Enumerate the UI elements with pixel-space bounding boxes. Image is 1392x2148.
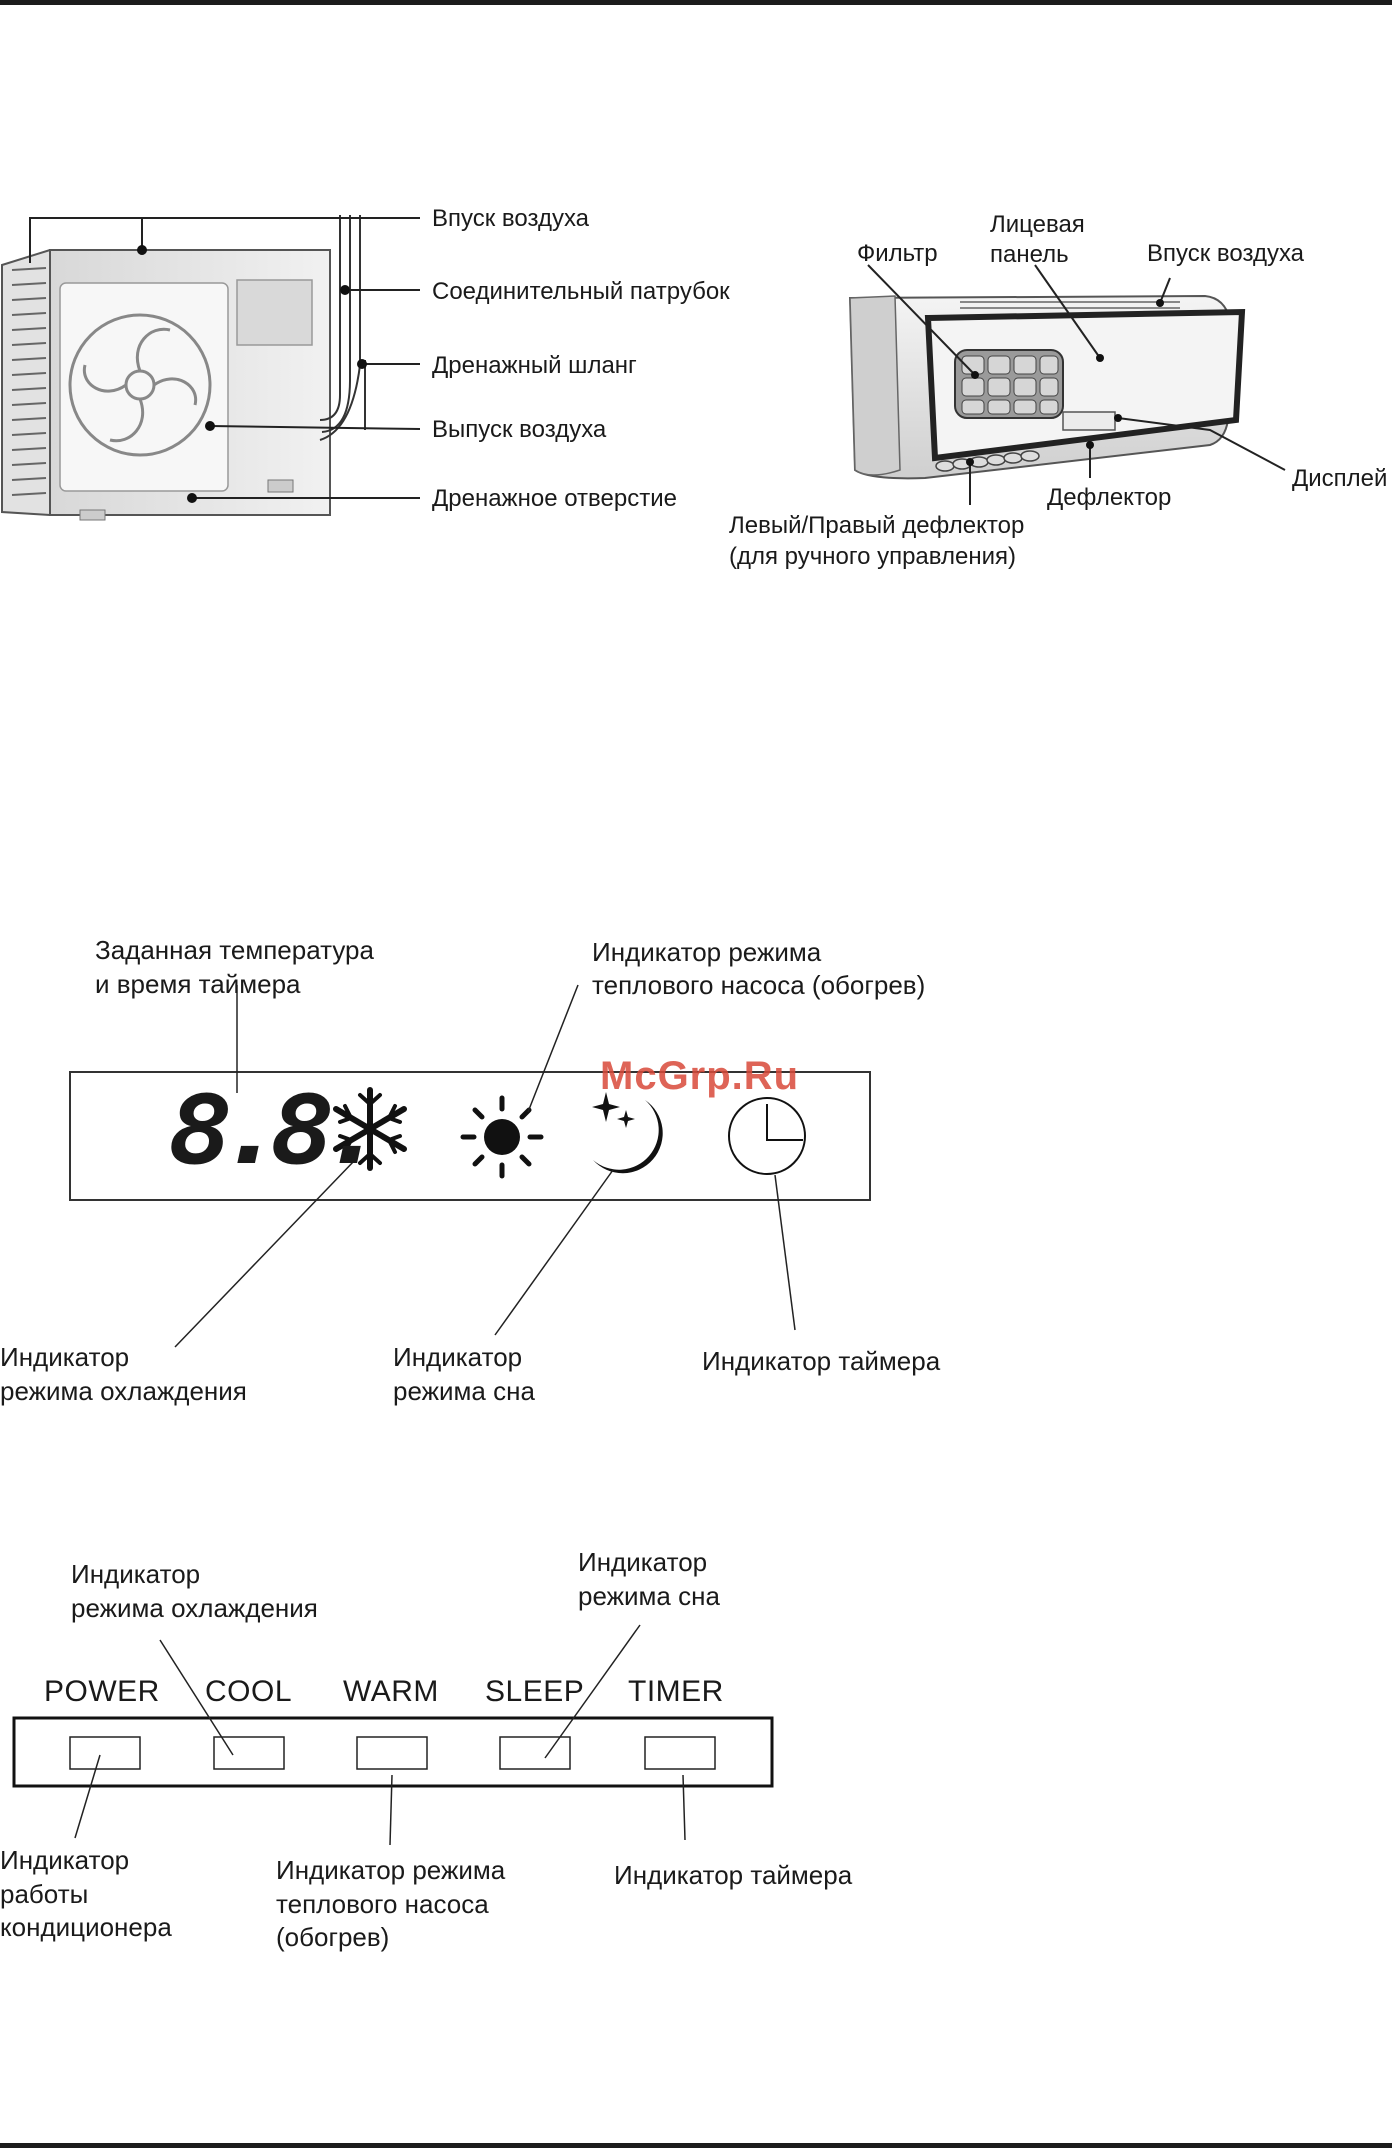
indoor-label-air-intake: Впуск воздуха — [1147, 240, 1305, 267]
snowflake-icon — [333, 1087, 407, 1171]
led-label-timer: TIMER — [628, 1675, 724, 1708]
led-label-sleep-ind-1: Индикатор — [578, 1547, 708, 1577]
led-label-heat-ind-1: Индикатор режима — [276, 1855, 506, 1885]
display-label-sleep-1: Индикатор — [393, 1342, 523, 1372]
display-label-set-temp-2: и время таймера — [95, 969, 301, 999]
outdoor-label-air-intake: Впуск воздуха — [432, 205, 590, 232]
led-leaders — [74, 1624, 686, 1846]
display-label-heat-1: Индикатор режима — [592, 937, 822, 967]
led-label-timer-ind: Индикатор таймера — [614, 1860, 853, 1890]
led-label-cool: COOL — [205, 1675, 293, 1708]
display-label-timer: Индикатор таймера — [702, 1346, 941, 1376]
indoor-leaders — [867, 264, 1286, 505]
indoor-label-display: Дисплей — [1292, 465, 1388, 492]
outdoor-label-drain-hose: Дренажный шланг — [432, 352, 637, 379]
led-label-cool-ind-1: Индикатор — [71, 1559, 201, 1589]
indoor-label-lr-deflector-2: (для ручного управления) — [729, 543, 1016, 570]
seven-segment-display: 8.8. — [168, 1076, 386, 1187]
watermark: McGrp.Ru — [600, 1054, 800, 1098]
indoor-label-front-panel-2: панель — [990, 241, 1069, 268]
led-label-heat-ind-2: теплового насоса — [276, 1889, 489, 1919]
outdoor-unit — [1, 215, 366, 521]
outdoor-leaders — [29, 217, 421, 499]
led-label-warm: WARM — [343, 1675, 439, 1708]
display-label-sleep-2: режима сна — [393, 1376, 535, 1406]
outdoor-label-drain-hole: Дренажное отверстие — [432, 485, 677, 512]
indoor-label-filter: Фильтр — [857, 240, 938, 267]
moon-icon — [592, 1092, 663, 1174]
indoor-label-front-panel-1: Лицевая — [990, 211, 1085, 238]
led-label-heat-ind-3: (обогрев) — [276, 1922, 390, 1952]
led-label-power-ind-2: работы — [0, 1879, 89, 1909]
led-label-cool-ind-2: режима охлаждения — [71, 1593, 318, 1623]
clock-icon — [728, 1097, 806, 1175]
led-label-sleep: SLEEP — [485, 1675, 585, 1708]
display-label-heat-2: теплового насоса (обогрев) — [592, 970, 926, 1000]
outdoor-label-connecting-pipe: Соединительный патрубок — [432, 278, 730, 305]
indoor-label-deflector: Дефлектор — [1047, 484, 1172, 511]
display-leaders — [174, 984, 796, 1348]
display-label-cool-2: режима охлаждения — [0, 1376, 247, 1406]
led-panel — [12, 1716, 774, 1788]
indoor-label-lr-deflector-1: Левый/Правый дефлектор — [729, 512, 1025, 539]
display-label-cool-1: Индикатор — [0, 1342, 130, 1372]
sun-icon — [460, 1095, 544, 1179]
display-label-set-temp-1: Заданная температура — [95, 935, 374, 965]
led-label-power: POWER — [44, 1675, 160, 1708]
bottom-rule — [0, 2143, 1392, 2148]
led-label-sleep-ind-2: режима сна — [578, 1581, 720, 1611]
led-label-power-ind-3: кондиционера — [0, 1912, 172, 1942]
outdoor-label-air-outlet: Выпуск воздуха — [432, 416, 607, 443]
led-label-power-ind-1: Индикатор — [0, 1845, 130, 1875]
indoor-unit — [848, 294, 1246, 480]
top-rule — [0, 0, 1392, 5]
